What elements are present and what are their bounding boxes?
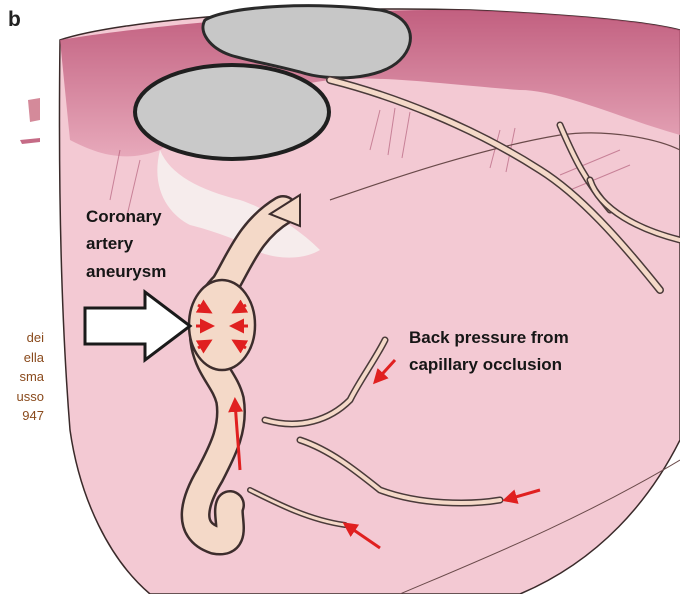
aorta-opening <box>135 65 329 159</box>
aneurysm-label-line-2: artery <box>86 233 133 255</box>
aneurysm-label-line-1: Coronary <box>86 206 162 228</box>
pressure-label-line-1: Back pressure from <box>409 327 569 349</box>
pressure-label-line-2: capillary occlusion <box>409 354 562 376</box>
aneurysm-label-line-3: aneurysm <box>86 261 166 283</box>
